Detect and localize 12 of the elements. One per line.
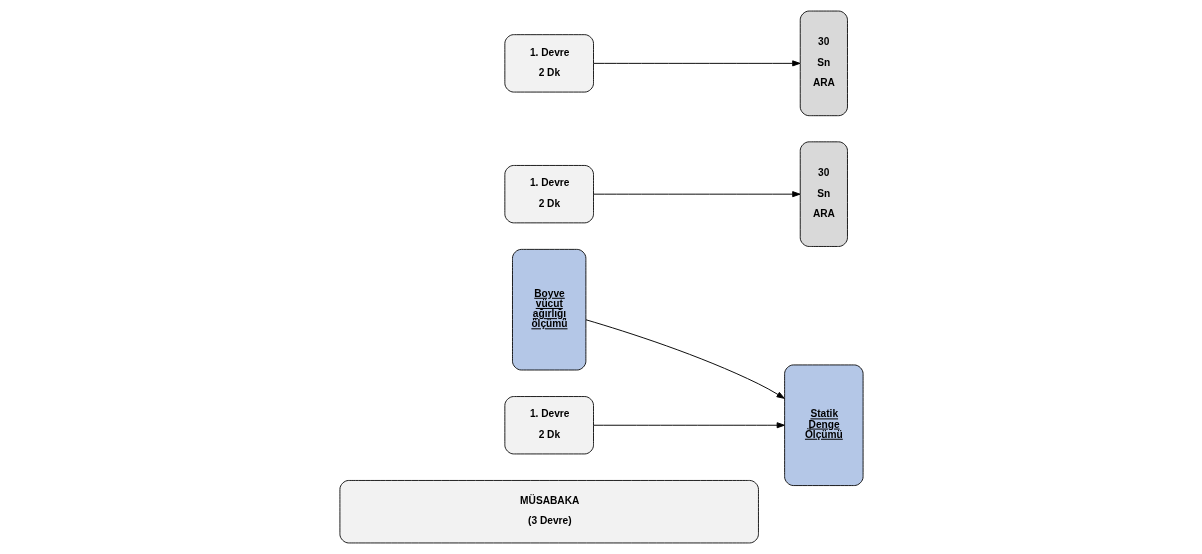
node-box: 1. Devre 2 Dk: [503, 165, 594, 224]
node-box: MÜSABAKA (3 Devre): [338, 480, 759, 544]
arrow: [592, 191, 800, 198]
node-box: 1. Devre 2 Dk: [503, 396, 594, 455]
node-box: 30 Sn ARA: [799, 10, 848, 117]
arrow: [585, 319, 785, 399]
node-box: Boyve vücut ağırlığı ölçümü: [511, 248, 586, 371]
node-box: Statik Denge Ölçümü: [783, 364, 864, 486]
node-box: 1. Devre 2 Dk: [503, 34, 594, 93]
arrow: [592, 60, 800, 67]
node-box: 30 Sn ARA: [799, 141, 848, 247]
arrow: [592, 422, 785, 429]
